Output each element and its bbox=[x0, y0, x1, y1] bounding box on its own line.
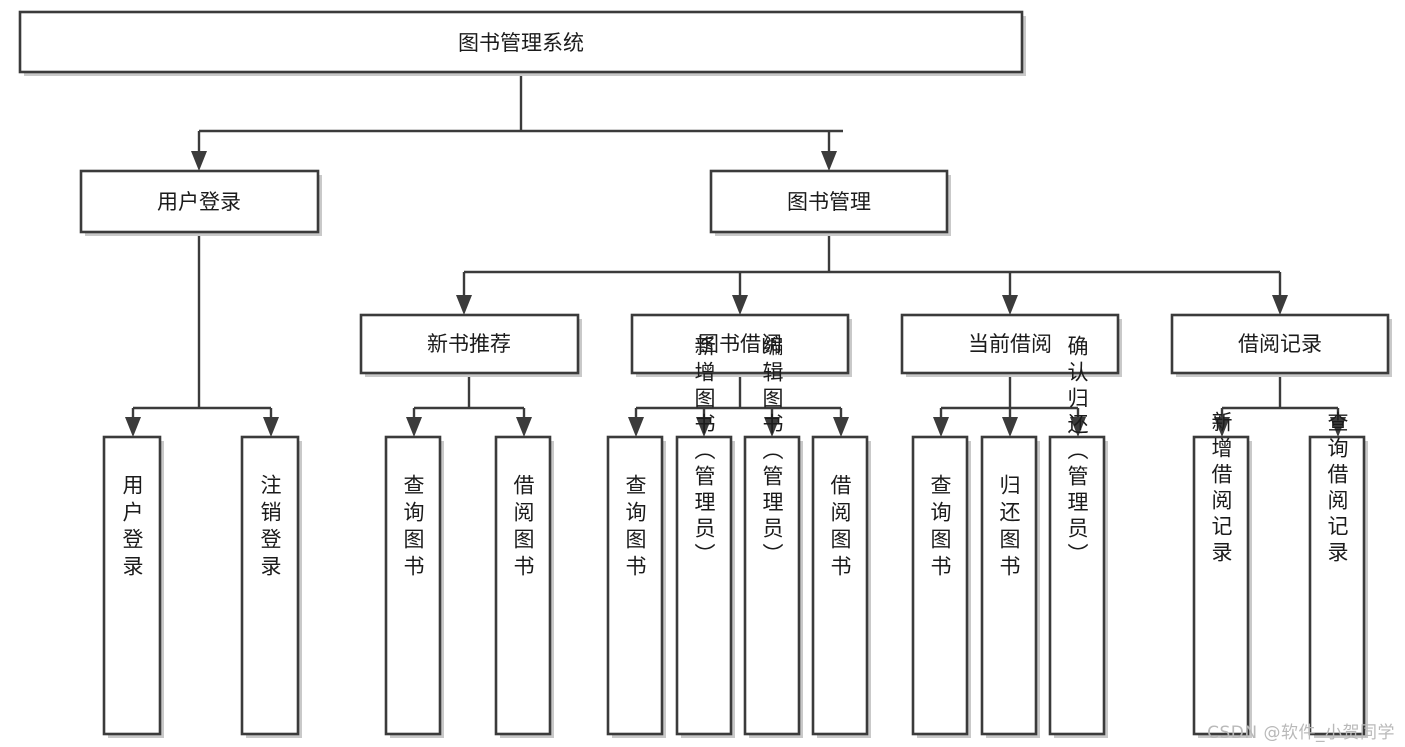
node-root[interactable]: 图书管理系统 bbox=[18, 10, 1026, 76]
node-new-book-recommend-label: 新书推荐 bbox=[427, 332, 511, 356]
node-leaf-borrow-book-2[interactable]: 借阅图书 bbox=[811, 435, 871, 738]
node-book-borrow-label: 图书借阅 bbox=[698, 332, 782, 356]
node-leaf-add-book-label: 新增图书（管理员） bbox=[692, 335, 716, 569]
node-leaf-user-logout-label: 注销登录 bbox=[258, 474, 282, 582]
node-leaf-add-book[interactable]: 新增图书（管理员） bbox=[675, 335, 735, 738]
connector-newbook-to-leaves bbox=[406, 373, 532, 437]
csdn-watermark: CSDN @软件_小贺同学 bbox=[1207, 723, 1395, 743]
node-leaf-query-book-3-label: 查询图书 bbox=[928, 474, 952, 582]
node-book-manage[interactable]: 图书管理 bbox=[709, 169, 951, 236]
node-current-borrow-label: 当前借阅 bbox=[968, 332, 1052, 356]
connectors bbox=[125, 72, 1346, 437]
node-user-login-label: 用户登录 bbox=[157, 190, 241, 214]
leaf-nodes: 用户登录 注销登录 查询图书 借阅图书 查询图书 bbox=[102, 335, 1368, 738]
node-leaf-add-record[interactable]: 新增借阅记录 bbox=[1192, 411, 1252, 738]
node-leaf-query-book-3[interactable]: 查询图书 bbox=[911, 435, 971, 738]
node-leaf-borrow-book-1[interactable]: 借阅图书 bbox=[494, 435, 554, 738]
node-leaf-query-book-1-label: 查询图书 bbox=[401, 474, 425, 582]
node-leaf-edit-book-label: 编辑图书（管理员） bbox=[760, 335, 784, 569]
node-leaf-add-record-label: 新增借阅记录 bbox=[1209, 411, 1233, 567]
node-leaf-confirm-return[interactable]: 确认归还（管理员） bbox=[1048, 335, 1108, 738]
node-borrow-record[interactable]: 借阅记录 bbox=[1170, 313, 1392, 377]
node-leaf-confirm-return-label: 确认归还（管理员） bbox=[1065, 335, 1089, 569]
node-leaf-borrow-book-1-label: 借阅图书 bbox=[511, 474, 535, 582]
node-book-manage-label: 图书管理 bbox=[787, 190, 871, 214]
node-leaf-query-book-2-label: 查询图书 bbox=[623, 474, 647, 582]
node-leaf-return-book[interactable]: 归还图书 bbox=[980, 435, 1040, 738]
node-leaf-edit-book[interactable]: 编辑图书（管理员） bbox=[743, 335, 803, 738]
connector-bookborrow-to-leaves bbox=[628, 373, 849, 437]
connector-currentborrow-to-leaves bbox=[933, 373, 1086, 437]
node-leaf-query-book-2[interactable]: 查询图书 bbox=[606, 435, 666, 738]
node-leaf-query-book-1[interactable]: 查询图书 bbox=[384, 435, 444, 738]
connector-bookmanage-to-level3 bbox=[456, 232, 1288, 315]
node-leaf-borrow-book-2-label: 借阅图书 bbox=[828, 474, 852, 582]
node-book-borrow[interactable]: 图书借阅 bbox=[630, 313, 852, 377]
node-leaf-user-login-label: 用户登录 bbox=[120, 474, 144, 582]
node-leaf-query-record[interactable]: 查询借阅记录 bbox=[1308, 411, 1368, 738]
node-leaf-return-book-label: 归还图书 bbox=[997, 474, 1021, 582]
connector-borrowrecord-to-leaves bbox=[1214, 373, 1346, 437]
node-user-login[interactable]: 用户登录 bbox=[79, 169, 322, 236]
node-leaf-user-logout[interactable]: 注销登录 bbox=[240, 435, 302, 738]
node-borrow-record-label: 借阅记录 bbox=[1238, 332, 1322, 356]
node-new-book-recommend[interactable]: 新书推荐 bbox=[359, 313, 582, 377]
connector-root-to-level2 bbox=[191, 72, 843, 171]
node-root-label: 图书管理系统 bbox=[458, 31, 584, 55]
node-leaf-user-login[interactable]: 用户登录 bbox=[102, 435, 164, 738]
node-leaf-query-record-label: 查询借阅记录 bbox=[1325, 411, 1349, 567]
connector-userlogin-to-leaves bbox=[125, 232, 279, 437]
node-current-borrow[interactable]: 当前借阅 bbox=[900, 313, 1122, 377]
